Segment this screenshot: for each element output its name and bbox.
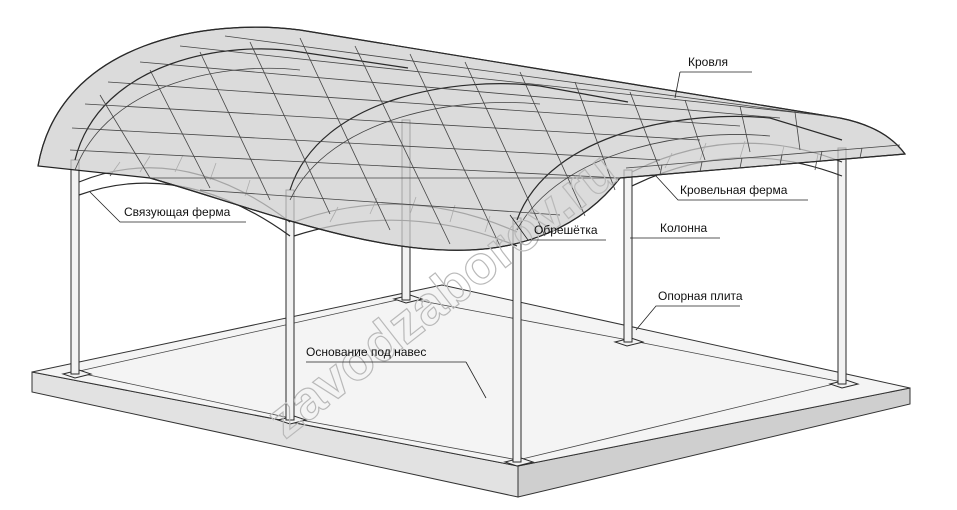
label-tie-truss: Связующая ферма	[124, 205, 231, 219]
roof-trusses	[74, 48, 843, 231]
label-foundation: Основание под навес	[306, 345, 426, 359]
column-back-right	[837, 147, 847, 385]
label-base-plate: Опорная плита	[658, 289, 743, 303]
label-lathing: Обрешётка	[534, 223, 598, 237]
foundation-slab	[31, 284, 911, 498]
column-front-left	[70, 159, 80, 375]
label-roof-truss: Кровельная ферма	[680, 183, 788, 197]
roof	[37, 26, 907, 251]
back-tie-beam	[619, 144, 906, 179]
column-back-mid	[623, 169, 633, 343]
label-roof: Кровля	[688, 55, 728, 69]
label-column: Колонна	[660, 221, 707, 235]
lathing	[69, 35, 841, 247]
base-lines	[74, 297, 843, 461]
leader-lines	[89, 71, 808, 399]
